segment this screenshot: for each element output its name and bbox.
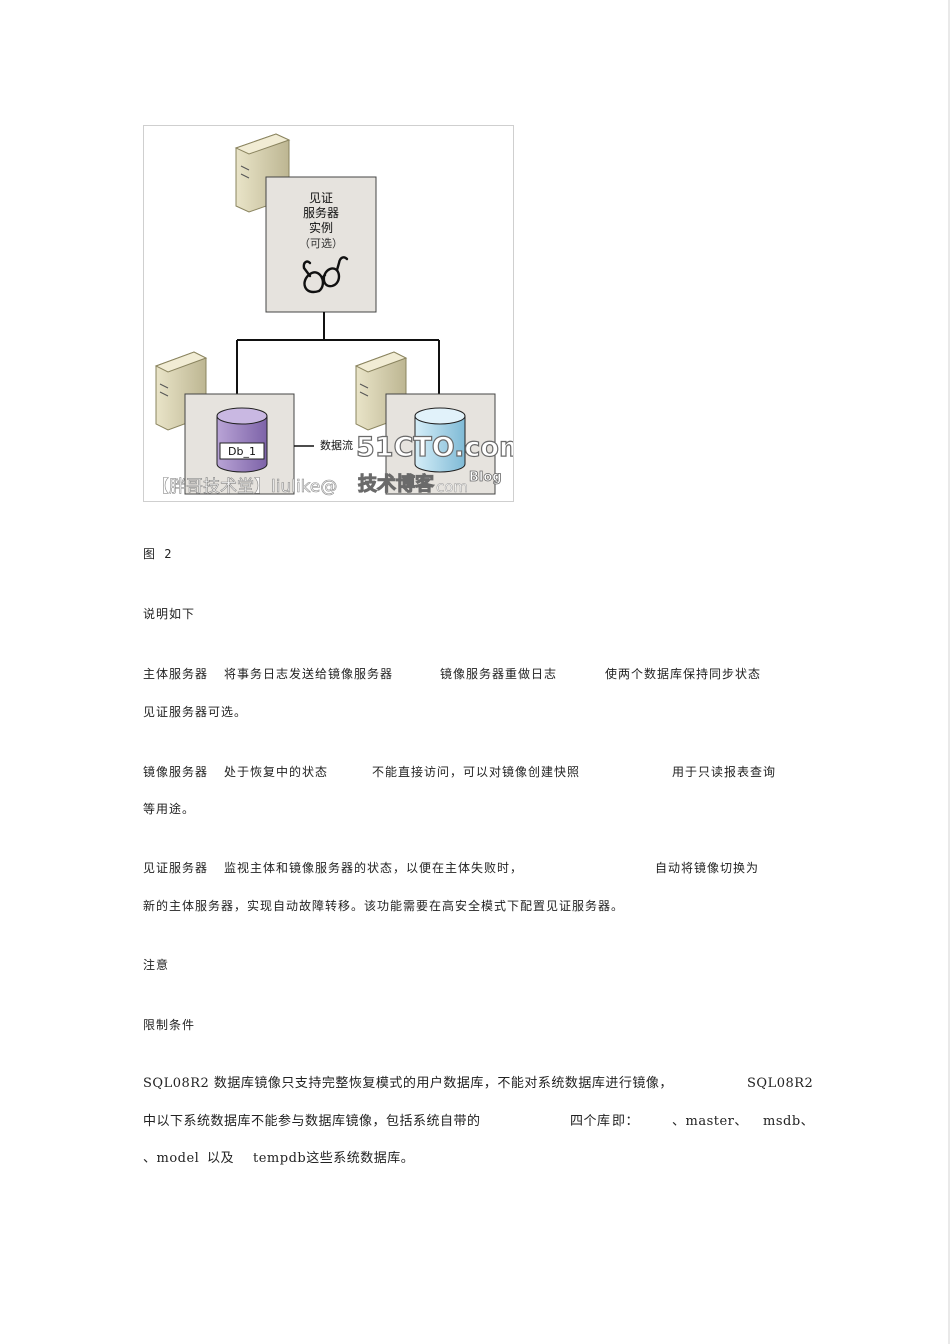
restriction-text-a: SQL08R2 数据库镜像只支持完整恢复模式的用户数据库，不能对系统数据库进行镜… [143, 1076, 673, 1091]
glasses-icon [302, 256, 349, 294]
watermark-left-tail: com [436, 478, 468, 496]
restriction-line2-c: 即： [612, 1114, 640, 1129]
mirror-text-c: 用于只读报表查询 [672, 765, 777, 779]
witness-text-a: 监视主体和镜像服务器的状态，以便在主体失败时， [224, 861, 524, 875]
mirror-database-icon [414, 407, 466, 473]
data-flow-label: 数据流 [320, 438, 353, 452]
heading-description: 说明如下 [143, 607, 196, 621]
mirroring-diagram-graphic: 见证 服务器 实例 （可选） Db_1 [152, 133, 514, 497]
heading-restrictions: 限制条件 [143, 1018, 196, 1032]
restriction-line3-c: tempdb这些系统数据库。 [253, 1151, 415, 1166]
note-label: 注意 [143, 958, 170, 972]
restriction-line2-b: 四个库 [570, 1114, 611, 1129]
principal-text-a: 将事务日志发送给镜像服务器 [224, 667, 394, 681]
mirror-text-b: 不能直接访问，可以对镜像创建快照 [372, 765, 581, 779]
watermark: 【胖哥技术堂】liulike@ com 51CTO.com 技术博客 Blog [152, 431, 514, 497]
mirror-term: 镜像服务器 [143, 765, 209, 779]
watermark-logo-sub: 技术博客 [358, 472, 435, 495]
principal-text-line2: 见证服务器可选。 [143, 705, 248, 719]
witness-label-line4: （可选） [299, 237, 343, 250]
witness-label-line2: 服务器 [303, 205, 339, 220]
restriction-line3-b: 以及 [207, 1151, 235, 1166]
restriction-line2-e: msdb、 [763, 1114, 815, 1129]
mirroring-diagram: 见证 服务器 实例 （可选） Db_1 [143, 125, 514, 502]
principal-text-c: 使两个数据库保持同步状态 [605, 667, 762, 681]
mirror-text-line2: 等用途。 [143, 802, 196, 816]
principal-database-icon [216, 407, 268, 473]
restriction-text-b: SQL08R2 [747, 1076, 814, 1091]
witness-label-line3: 实例 [309, 220, 333, 235]
restriction-line3-a: 、model [143, 1151, 200, 1166]
watermark-blog: Blog [469, 470, 502, 485]
watermark-logo: 51CTO.com [356, 432, 514, 463]
witness-term: 见证服务器 [143, 861, 209, 875]
restriction-line2-a: 中以下系统数据库不能参与数据库镜像，包括系统自带的 [143, 1114, 481, 1129]
principal-text-b: 镜像服务器重做日志 [440, 667, 558, 681]
page-edge [948, 0, 950, 1344]
principal-term: 主体服务器 [143, 667, 209, 681]
figure-caption: 图 2 [143, 547, 173, 561]
watermark-left-text: 【胖哥技术堂】liulike@ [152, 477, 337, 497]
db-label: Db_1 [228, 445, 256, 458]
witness-text-b: 自动将镜像切换为 [655, 861, 760, 875]
witness-text-line2: 新的主体服务器，实现自动故障转移。该功能需要在高安全模式下配置见证服务器。 [143, 899, 625, 913]
witness-label-line1: 见证 [309, 191, 333, 205]
mirror-text-a: 处于恢复中的状态 [224, 765, 329, 779]
restriction-line2-d: 、master、 [672, 1114, 748, 1129]
